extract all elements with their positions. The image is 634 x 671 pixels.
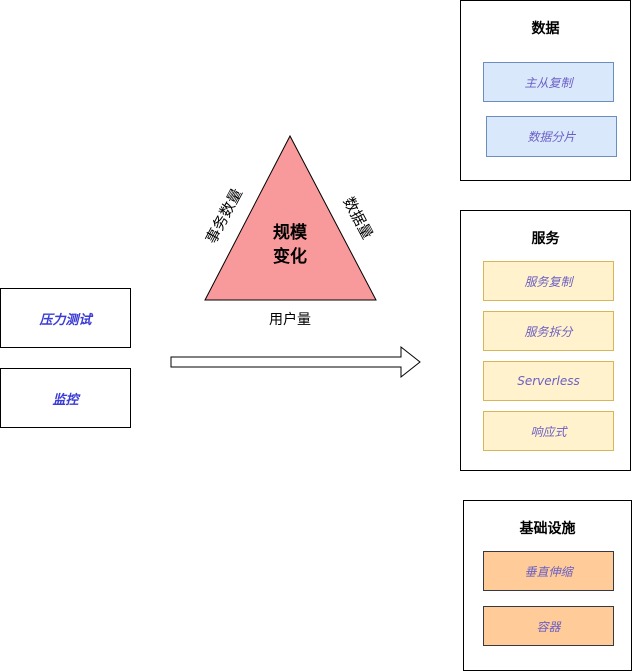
reactive-item: 响应式 bbox=[483, 411, 614, 451]
monitoring-box: 监控 bbox=[0, 368, 131, 428]
vertical-scaling-item: 垂直伸缩 bbox=[483, 551, 614, 591]
right-arrow bbox=[170, 345, 421, 379]
scale-triangle bbox=[204, 134, 377, 301]
triangle-bottom-label: 用户量 bbox=[269, 311, 311, 328]
data-sharding-item: 数据分片 bbox=[486, 116, 617, 157]
triangle-center-line2: 变化 bbox=[273, 246, 307, 267]
container-item: 容器 bbox=[483, 606, 614, 646]
service-panel: 服务 服务复制 服务拆分 Serverless 响应式 bbox=[460, 210, 631, 471]
service-replication-item: 服务复制 bbox=[483, 261, 614, 301]
triangle-right-side-label: 数据量 bbox=[339, 194, 376, 242]
data-panel-title: 数据 bbox=[531, 21, 560, 37]
service-splitting-item: 服务拆分 bbox=[483, 311, 614, 351]
triangle-center-line1: 规模 bbox=[273, 222, 308, 243]
data-panel: 数据 主从复制 数据分片 bbox=[460, 0, 631, 181]
stress-test-box: 压力测试 bbox=[0, 288, 131, 348]
serverless-item: Serverless bbox=[483, 361, 614, 401]
service-panel-title: 服务 bbox=[531, 231, 560, 247]
infrastructure-panel-title: 基础设施 bbox=[519, 521, 576, 537]
stress-test-label: 压力测试 bbox=[39, 312, 92, 328]
monitoring-label: 监控 bbox=[52, 392, 79, 408]
master-slave-replication-item: 主从复制 bbox=[483, 62, 614, 102]
infrastructure-panel: 基础设施 垂直伸缩 容器 bbox=[463, 500, 632, 671]
